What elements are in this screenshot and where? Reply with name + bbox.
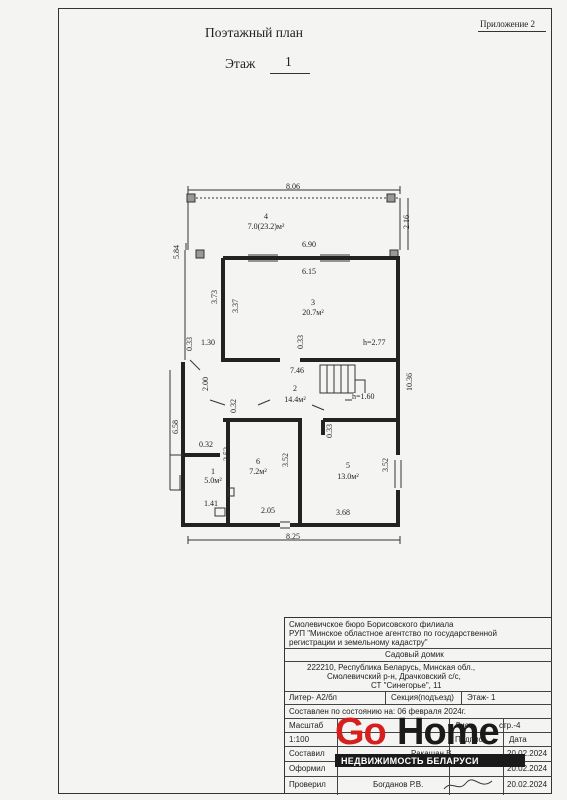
stamp-state-date: Составлен по состоянию на: 06 февраля 20… <box>289 707 466 716</box>
room-6-number: 6 <box>256 457 260 466</box>
room-2-number: 2 <box>293 384 297 393</box>
room-6-area: 7.2м² <box>249 467 267 476</box>
appendix-underline <box>478 31 546 32</box>
dim-inner-top: 6.90 <box>302 240 316 249</box>
stamp-checked-name: Богданов Р.В. <box>373 780 424 789</box>
dim-bottom-total: 8.25 <box>286 532 300 541</box>
room-1-area: 5.0м² <box>204 476 222 485</box>
dim-room5-height: 3.52 <box>381 458 390 472</box>
dim-room1-height: 3.52 <box>222 447 231 461</box>
dim-0-33c: 0.33 <box>325 424 334 438</box>
signature-mark <box>443 779 493 790</box>
dim-top-width: 8.06 <box>286 182 300 191</box>
stamp-formatted-label: Оформил <box>289 764 326 773</box>
stamp-state-row: Составлен по состоянию на: 06 февраля 20… <box>285 705 552 719</box>
floor-value: 1 <box>285 54 292 69</box>
dim-right-10-36: 10.36 <box>405 373 414 391</box>
dim-0-32a: 0.32 <box>229 399 238 413</box>
title-block: Смолевичское бюро Борисовского филиала Р… <box>284 617 552 795</box>
watermark-bar <box>335 754 525 767</box>
stamp-address-line1: 222210, Республика Беларусь, Минская обл… <box>307 663 476 672</box>
room-2-area: 14.4м² <box>284 395 306 404</box>
dim-0-32b: 0.32 <box>199 440 213 449</box>
dim-room3-left: 3.37 <box>231 299 240 313</box>
stamp-address-row: 222210, Республика Беларусь, Минская обл… <box>285 662 552 692</box>
stamp-sheets-count: стр.-4 <box>499 721 521 730</box>
stamp-signature-label: Подпись <box>455 735 487 744</box>
watermark-tagline: НЕДВИЖИМОСТЬ БЕЛАРУСИ <box>341 756 479 766</box>
stamp-object-name: Садовый домик <box>385 650 444 659</box>
floor-label: Этаж <box>225 56 256 71</box>
stamp-org-line1: Смолевичское бюро Борисовского филиала <box>289 620 454 629</box>
stamp-org-line3: регистрации и земельному кадастру" <box>289 638 428 647</box>
floor-underline <box>270 73 310 74</box>
stamp-scale-header-row: Масштаб Лист стр.-4 <box>285 719 552 733</box>
stamp-object-row: Садовый домик <box>285 649 552 662</box>
stamp-composed-label: Составил <box>289 749 325 758</box>
stamp-scale-value: 1:100 <box>289 735 310 744</box>
stamp-floor: Этаж- 1 <box>467 693 496 702</box>
room-5-area: 13.0м² <box>337 472 359 481</box>
dim-room6-height: 3.52 <box>281 453 290 467</box>
stamp-checked-date: 20.02.2024 <box>507 780 548 789</box>
stamp-composed-date: 20.02.2024 <box>507 749 548 758</box>
stair-height: h=1.60 <box>352 392 375 401</box>
stamp-liter-row: Литер- А2/бл Секция(подъезд) Этаж- 1 <box>285 692 552 705</box>
dim-room3-width: 6.15 <box>302 267 316 276</box>
dim-bottom-3-68: 3.68 <box>336 508 350 517</box>
room-3-number: 3 <box>311 298 315 307</box>
stamp-scale-label: Масштаб <box>289 721 324 730</box>
stamp-address-line2: Смолевичский р-н, Драчковский с/с, <box>327 672 461 681</box>
stamp-section: Секция(подъезд) <box>391 693 454 702</box>
room-4-area: 7.0(23.2)м² <box>247 222 285 231</box>
dim-1-41: 1.41 <box>204 499 218 508</box>
dim-left-0-33a: 0.33 <box>185 337 194 351</box>
stamp-org-line2: РУП "Минское областное агентство по госу… <box>289 629 497 638</box>
room-3-area: 20.7м² <box>302 308 324 317</box>
watermark-home: Home <box>397 711 500 753</box>
stamp-address-line3: СТ "Синегорье", 11 <box>371 681 442 690</box>
dim-left-3-73: 3.73 <box>210 290 219 304</box>
room-5-number: 5 <box>346 461 350 470</box>
stamp-sheet-label: Лист <box>455 721 473 730</box>
appendix-label: Приложение 2 <box>480 19 536 29</box>
gohome-watermark: Go Home НЕДВИЖИМОСТЬ БЕЛАРУСИ <box>335 712 525 774</box>
stamp-org-row: Смолевичское бюро Борисовского филиала Р… <box>285 618 552 649</box>
stamp-scale-row: 1:100 Подпись Дата <box>285 733 552 747</box>
dim-top-right: 2.16 <box>402 215 411 229</box>
page-title: Поэтажный план <box>205 25 303 40</box>
stamp-checked-label: Проверил <box>289 780 326 789</box>
stamp-composed-name: Ракашан В. <box>411 750 454 758</box>
dim-left-outer-upper: 5.84 <box>172 245 181 259</box>
stamp-checked-row: Проверил Богданов Р.В. 20.02.2024 <box>285 777 552 795</box>
stamp-liter: Литер- А2/бл <box>289 693 337 702</box>
stamp-formatted-date: 20.02.2024 <box>507 764 548 773</box>
stamp-date-label: Дата <box>509 735 527 744</box>
dim-7-46: 7.46 <box>290 366 304 375</box>
stamp-formatted-row: Оформил 20.02.2024 <box>285 762 552 777</box>
room-1-number: 1 <box>211 467 215 476</box>
dim-left-6-58: 6.58 <box>171 420 180 434</box>
room-4-number: 4 <box>264 212 268 221</box>
drawing-frame <box>58 8 552 794</box>
room3-height: h=2.77 <box>363 338 386 347</box>
dim-0-33b: 0.33 <box>296 335 305 349</box>
watermark-go: Go <box>335 711 387 753</box>
dim-left-2-00: 2.00 <box>201 377 210 391</box>
dim-step-1-30: 1.30 <box>201 338 215 347</box>
dim-bottom-2-05: 2.05 <box>261 506 275 515</box>
